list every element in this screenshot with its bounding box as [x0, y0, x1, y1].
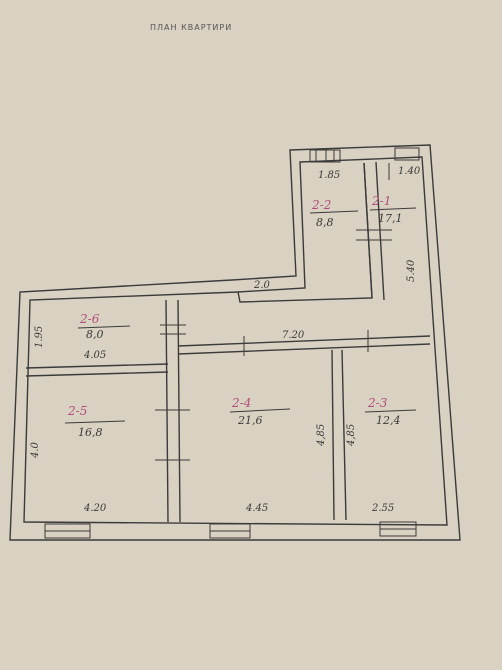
window-room2 — [309, 149, 341, 163]
room-6-label: 2-6 — [80, 312, 100, 326]
room-1-label: 2-1 — [372, 194, 392, 208]
room-6-area: 8,0 — [86, 328, 104, 341]
dim-room5-width: 4.20 — [84, 503, 107, 514]
hall-wall — [177, 335, 431, 355]
window-room1 — [394, 147, 420, 161]
room-5-label: 2-5 — [68, 404, 88, 418]
dim-room3-width: 2.55 — [372, 503, 395, 514]
room-3-label: 2-3 — [368, 396, 388, 410]
dim-top-right-width: 1.40 — [398, 166, 421, 177]
room-4-area: 21,6 — [238, 414, 263, 427]
wall-6-5 — [25, 363, 169, 377]
outer-walls — [9, 144, 461, 541]
dim-room5-height: 4.0 — [30, 442, 41, 458]
wall-4-3 — [331, 349, 347, 521]
wall-1-2 — [363, 161, 385, 301]
doors — [155, 163, 392, 461]
room-2-label: 2-2 — [312, 198, 332, 212]
room-4-label: 2-4 — [232, 396, 252, 410]
dim-right-height: 5.40 — [406, 259, 417, 282]
dim-room4-width: 4.45 — [246, 503, 269, 514]
wall-left-rooms — [165, 299, 181, 523]
room-3-area: 12,4 — [376, 414, 401, 427]
room-1-area: 17,1 — [378, 212, 403, 225]
fraction-lines — [64, 207, 417, 424]
windows — [44, 147, 420, 539]
dim-room6-width: 4.05 — [84, 350, 107, 361]
plan-title: ПЛАН КВАРТИРИ — [150, 23, 233, 32]
room-5-area: 16,8 — [78, 426, 103, 439]
dim-room4-height: 4,85 — [316, 423, 327, 446]
inner-wall-outline — [23, 156, 448, 526]
room-2-area: 8,8 — [316, 216, 334, 229]
dim-top-left-width: 1.85 — [318, 170, 341, 181]
dim-room3-height: 4,85 — [346, 423, 357, 446]
dim-corridor-width: 2.0 — [254, 280, 270, 291]
dim-room6-height: 1.95 — [34, 325, 45, 348]
dim-hall-width: 7.20 — [282, 330, 305, 341]
outer-wall-outline — [9, 144, 461, 541]
